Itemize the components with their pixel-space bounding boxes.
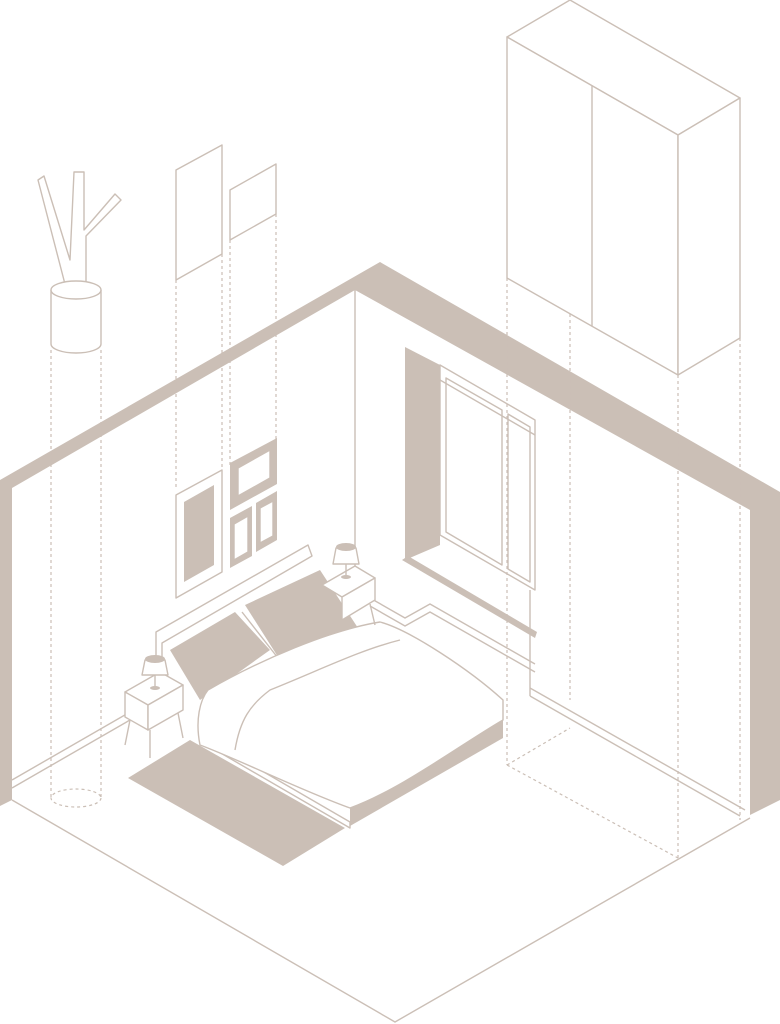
vase-with-branches	[37, 171, 122, 808]
floor-outline	[11, 799, 751, 1023]
window	[402, 347, 537, 638]
nightstand-right	[321, 543, 376, 626]
floating-frames	[175, 144, 277, 490]
baseboards	[11, 590, 746, 817]
wardrobe	[506, 0, 741, 859]
rug	[128, 740, 345, 866]
nightstand-left	[124, 655, 184, 758]
wall-frames	[175, 438, 277, 599]
bed	[155, 544, 504, 829]
